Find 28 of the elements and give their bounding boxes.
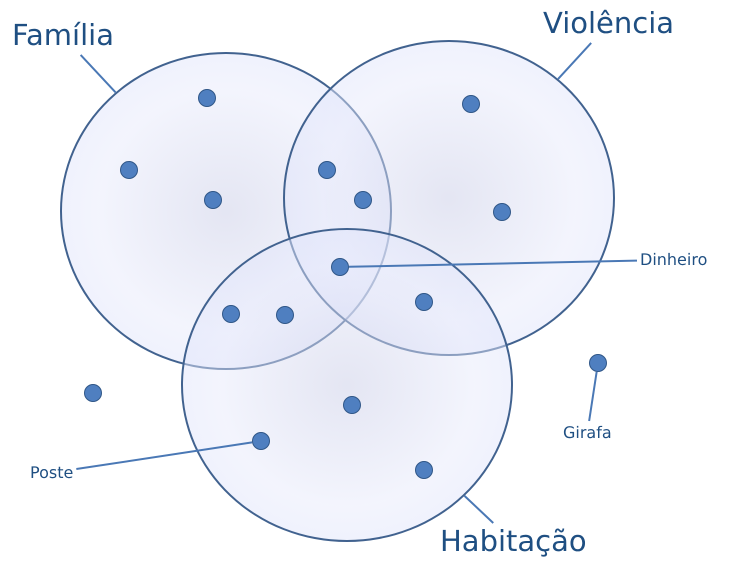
item-label: Dinheiro bbox=[640, 251, 708, 269]
data-point bbox=[354, 191, 372, 209]
leader-line bbox=[80, 54, 116, 94]
data-point bbox=[318, 161, 336, 179]
data-point bbox=[415, 461, 433, 479]
leader-line bbox=[588, 372, 598, 422]
data-point bbox=[589, 354, 607, 372]
data-point bbox=[120, 161, 138, 179]
data-point bbox=[493, 203, 511, 221]
data-point bbox=[415, 293, 433, 311]
data-point bbox=[462, 95, 480, 113]
leader-line bbox=[76, 441, 252, 470]
leader-line bbox=[557, 42, 592, 80]
set-label: Violência bbox=[543, 8, 674, 40]
data-point bbox=[331, 258, 349, 276]
data-point bbox=[198, 89, 216, 107]
data-point bbox=[84, 384, 102, 402]
set-label: Habitação bbox=[440, 526, 587, 558]
data-point bbox=[252, 432, 270, 450]
data-point bbox=[204, 191, 222, 209]
data-point bbox=[343, 396, 361, 414]
item-label: Girafa bbox=[563, 424, 612, 442]
data-point bbox=[222, 305, 240, 323]
data-point bbox=[276, 306, 294, 324]
set-label: Família bbox=[12, 20, 114, 52]
leader-line bbox=[348, 260, 638, 268]
leader-line bbox=[464, 495, 494, 524]
item-label: Poste bbox=[30, 464, 74, 482]
